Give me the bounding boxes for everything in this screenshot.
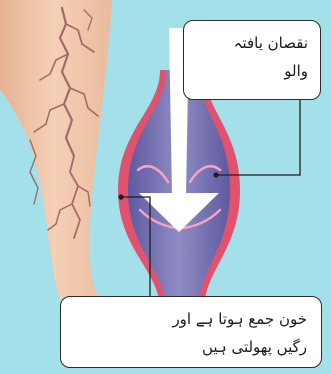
callout-pooling-blood: خون جمع ہوتا ہے اور رگیں پھولتی ہیں <box>60 296 322 368</box>
leader-dot-pooling <box>118 194 123 199</box>
callout-damaged-valve: نقصان یافتہ والو <box>183 20 321 100</box>
callout-pooling-blood-line-2: رگیں پھولتی ہیں <box>69 333 307 361</box>
callout-damaged-valve-line-1: نقصان یافتہ <box>192 29 308 57</box>
leg-illustration <box>0 0 120 338</box>
leg-shape <box>0 0 120 338</box>
callout-pooling-blood-line-1: خون جمع ہوتا ہے اور <box>69 305 307 333</box>
callout-damaged-valve-line-2: والو <box>192 57 308 85</box>
leader-dot-valve <box>213 172 218 177</box>
